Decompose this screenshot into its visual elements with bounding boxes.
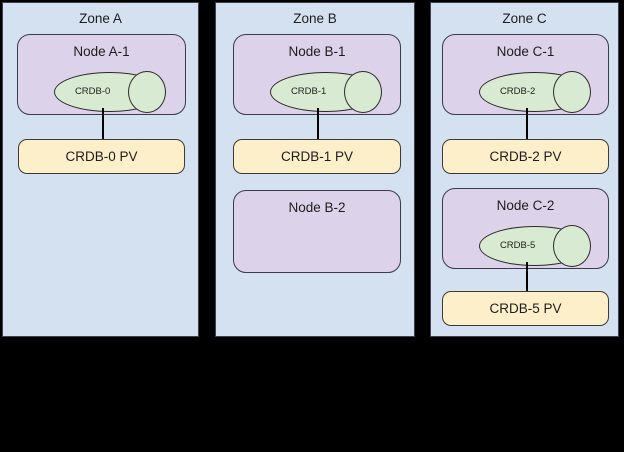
cylinder-cap-icon [128,71,166,113]
zone-c-title: Zone C [502,11,547,26]
volume-crdb-5-pv[interactable]: CRDB-5 PV [442,291,609,326]
database-crdb-2-label: CRDB-2 [499,86,536,97]
node-a-1[interactable]: Node A-1 CRDB-0 [17,34,186,115]
volume-crdb-5-pv-label: CRDB-5 PV [489,300,562,316]
zone-b[interactable]: Zone B Node B-1 CRDB-1 CRDB-1 PV Node B-… [215,2,415,337]
node-c-2[interactable]: Node C-2 CRDB-5 [442,188,609,269]
volume-crdb-2-pv[interactable]: CRDB-2 PV [442,139,609,174]
cylinder-cap-icon [553,71,591,113]
zone-a-title: Zone A [79,11,122,26]
node-c-1[interactable]: Node C-1 CRDB-2 [442,34,609,115]
connector-node-c-2-to-crdb-5-pv [526,262,528,292]
database-crdb-5[interactable]: CRDB-5 [479,225,591,267]
connector-node-c-1-to-crdb-2-pv [526,108,528,140]
volume-crdb-1-pv[interactable]: CRDB-1 PV [233,139,401,174]
zone-c[interactable]: Zone C Node C-1 CRDB-2 CRDB-2 PV Node C-… [430,2,619,337]
volume-crdb-2-pv-label: CRDB-2 PV [489,148,562,164]
database-crdb-1-label: CRDB-1 [290,86,327,97]
node-a-1-title: Node A-1 [73,44,130,59]
node-c-1-title: Node C-1 [496,44,555,59]
zone-a[interactable]: Zone A Node A-1 CRDB-0 CRDB-0 PV [2,2,199,337]
cylinder-cap-icon [344,71,382,113]
zone-b-title: Zone B [293,11,337,26]
volume-crdb-0-pv[interactable]: CRDB-0 PV [18,139,185,174]
node-b-2-title: Node B-2 [288,200,346,215]
database-crdb-0[interactable]: CRDB-0 [54,71,166,113]
database-crdb-0-label: CRDB-0 [74,86,111,97]
node-b-1[interactable]: Node B-1 CRDB-1 [233,34,401,115]
database-crdb-1[interactable]: CRDB-1 [270,71,382,113]
connector-node-a-1-to-crdb-0-pv [102,108,104,140]
volume-crdb-1-pv-label: CRDB-1 PV [280,148,353,164]
volume-crdb-0-pv-label: CRDB-0 PV [65,148,138,164]
node-b-2[interactable]: Node B-2 [233,190,401,273]
node-b-1-title: Node B-1 [288,44,346,59]
database-crdb-5-label: CRDB-5 [499,240,536,251]
connector-node-b-1-to-crdb-1-pv [317,108,319,140]
cylinder-cap-icon [553,225,591,267]
database-crdb-2[interactable]: CRDB-2 [479,71,591,113]
node-c-2-title: Node C-2 [496,198,555,213]
